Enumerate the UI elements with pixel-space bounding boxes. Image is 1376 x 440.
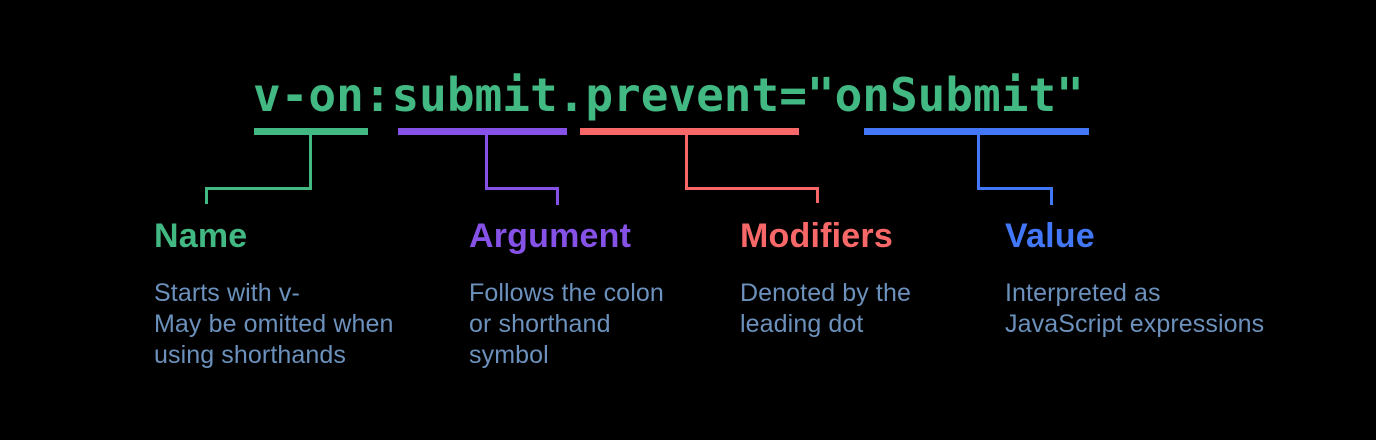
argument-description-line: or shorthand xyxy=(469,310,611,338)
value-underline xyxy=(864,128,1089,135)
argument-connector-stub xyxy=(556,187,559,205)
modifiers-connector-horizontal xyxy=(685,187,819,190)
name-description: Starts with v- May be omitted when using… xyxy=(154,278,394,371)
value-label: Value xyxy=(1005,217,1095,255)
name-connector-vertical xyxy=(309,135,312,190)
modifiers-description-line: Denoted by the xyxy=(740,279,911,307)
name-label: Name xyxy=(154,217,248,255)
modifiers-connector-vertical xyxy=(685,135,688,190)
modifiers-description-line: leading dot xyxy=(740,310,864,338)
argument-connector-horizontal xyxy=(485,187,559,190)
value-description-line: JavaScript expressions xyxy=(1005,310,1265,338)
value-connector-stub xyxy=(1050,187,1053,205)
directive-code: v-on:submit.prevent="onSubmit" xyxy=(253,68,1084,122)
modifiers-underline xyxy=(580,128,799,135)
name-description-line: using shorthands xyxy=(154,341,347,369)
name-description-line: Starts with v- xyxy=(154,279,300,307)
modifiers-description: Denoted by the leading dot xyxy=(740,278,911,340)
name-underline xyxy=(254,128,368,135)
argument-underline xyxy=(398,128,567,135)
value-connector-horizontal xyxy=(977,187,1053,190)
name-description-line: May be omitted when xyxy=(154,310,394,338)
value-connector-vertical xyxy=(977,135,980,190)
value-description-line: Interpreted as xyxy=(1005,279,1161,307)
argument-label: Argument xyxy=(469,217,632,255)
modifiers-connector-stub xyxy=(816,187,819,203)
name-connector-horizontal xyxy=(205,187,312,190)
argument-description-line: Follows the colon xyxy=(469,279,664,307)
argument-connector-vertical xyxy=(485,135,488,190)
modifiers-label: Modifiers xyxy=(740,217,893,255)
argument-description-line: symbol xyxy=(469,341,549,369)
value-description: Interpreted as JavaScript expressions xyxy=(1005,278,1264,340)
name-connector-stub xyxy=(205,187,208,204)
argument-description: Follows the colon or shorthand symbol xyxy=(469,278,664,371)
